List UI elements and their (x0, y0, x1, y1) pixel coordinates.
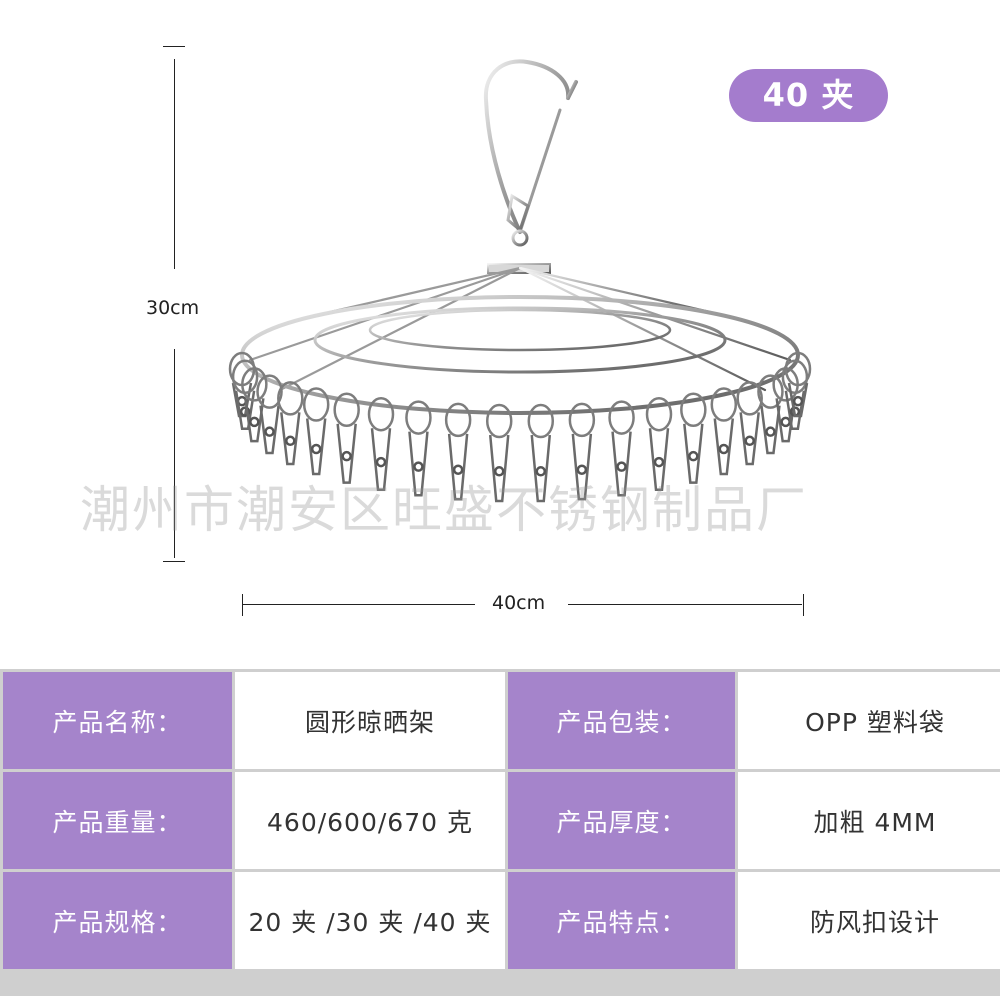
product-name-label: 产品名称： (3, 672, 232, 769)
product-name-value: 圆形晾晒架 (235, 672, 505, 769)
clothespeg (277, 381, 304, 466)
width-dim-line-left (242, 604, 475, 605)
spec-table: 产品名称： 圆形晾晒架 产品包装： OPP 塑料袋 产品重量： 460/600/… (0, 669, 1000, 996)
clothespeg (256, 374, 283, 455)
clothespeg (302, 387, 330, 476)
clothespeg (608, 400, 635, 497)
height-dim-bottom-tick (163, 561, 185, 562)
clothespeg (784, 351, 812, 418)
packaging-value: OPP 塑料袋 (738, 672, 1000, 769)
height-dim-line-lower (174, 349, 175, 558)
thickness-label: 产品厚度： (508, 772, 735, 869)
clothespeg (736, 381, 763, 466)
width-dim-label: 40cm (492, 592, 546, 614)
product-image-area: 30cm 40cm (80, 46, 888, 616)
hanger-illustration (228, 59, 812, 503)
thickness-value: 加粗 4MM (738, 772, 1000, 869)
height-dim-top-tick (163, 46, 185, 47)
specification-label: 产品规格： (3, 872, 232, 969)
clothespeg (444, 402, 472, 501)
width-dim-line-right (568, 604, 802, 605)
width-dim-left-tick (242, 594, 243, 616)
specification-value: 20 夹 /30 夹 /40 夹 (235, 872, 505, 969)
clothespeg (645, 396, 673, 492)
clothespeg (485, 403, 513, 503)
weight-value: 460/600/670 克 (235, 772, 505, 869)
height-dim-line-upper (174, 59, 175, 269)
weight-label: 产品重量： (3, 772, 232, 869)
clothespeg (757, 374, 784, 455)
feature-value: 防风扣设计 (738, 872, 1000, 969)
clothespeg (405, 400, 432, 497)
clothespeg (527, 403, 555, 503)
clothespeg (710, 387, 738, 476)
clothespeg (333, 392, 360, 484)
packaging-label: 产品包装： (508, 672, 735, 769)
clothespeg (241, 367, 268, 443)
clothespeg (680, 392, 707, 484)
feature-label: 产品特点： (508, 872, 735, 969)
clothespeg (367, 396, 395, 492)
clip-count-badge: 40 夹 (729, 69, 888, 122)
height-dim-label: 30cm (146, 297, 200, 319)
clothespeg (568, 402, 596, 501)
width-dim-right-tick (803, 594, 804, 616)
watermark-text: 潮州市潮安区旺盛不锈钢制品厂 (80, 481, 808, 539)
